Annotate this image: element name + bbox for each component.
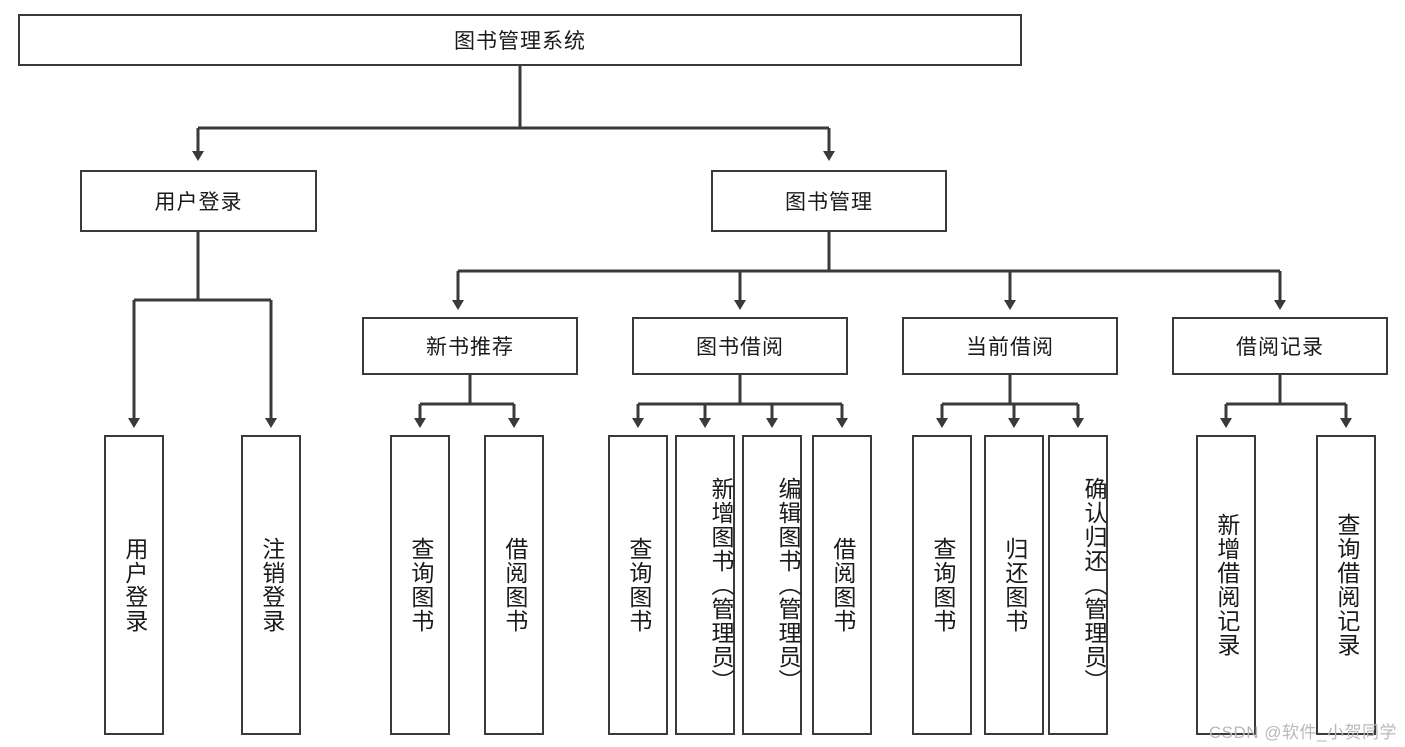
node-root-label: 图书管理系统 <box>454 30 586 53</box>
node-leaf-logout-login[interactable]: 注销登录 <box>241 435 301 735</box>
node-leaf-confirm-return[interactable]: 确认归还（管理员） <box>1048 435 1108 735</box>
node-leaf-borrow-book-2-label: 借阅图书 <box>829 537 856 633</box>
csdn-watermark: CSDN @软件_小贺同学 <box>1208 723 1397 742</box>
node-leaf-add-record-label: 新增借阅记录 <box>1213 513 1240 657</box>
node-leaf-query-book-1-label: 查询图书 <box>407 537 434 633</box>
node-book-management[interactable]: 图书管理 <box>711 170 947 232</box>
node-leaf-confirm-return-label: 确认归还（管理员） <box>1081 477 1107 693</box>
node-leaf-query-book-3-label: 查询图书 <box>929 537 956 633</box>
node-leaf-user-login-label: 用户登录 <box>121 537 148 633</box>
node-leaf-add-book[interactable]: 新增图书（管理员） <box>675 435 735 735</box>
node-leaf-return-book[interactable]: 归还图书 <box>984 435 1044 735</box>
node-leaf-query-book-1[interactable]: 查询图书 <box>390 435 450 735</box>
node-leaf-return-book-label: 归还图书 <box>1001 537 1028 633</box>
node-current-borrow[interactable]: 当前借阅 <box>902 317 1118 375</box>
node-leaf-query-book-2[interactable]: 查询图书 <box>608 435 668 735</box>
node-book-borrow[interactable]: 图书借阅 <box>632 317 848 375</box>
node-borrow-record[interactable]: 借阅记录 <box>1172 317 1388 375</box>
node-leaf-user-login[interactable]: 用户登录 <box>104 435 164 735</box>
node-current-borrow-label: 当前借阅 <box>966 336 1054 359</box>
node-leaf-borrow-book-1-label: 借阅图书 <box>501 537 528 633</box>
node-book-management-label: 图书管理 <box>785 191 873 214</box>
node-leaf-borrow-book-2[interactable]: 借阅图书 <box>812 435 872 735</box>
node-book-borrow-label: 图书借阅 <box>696 336 784 359</box>
node-leaf-query-book-2-label: 查询图书 <box>625 537 652 633</box>
node-new-book-recommend[interactable]: 新书推荐 <box>362 317 578 375</box>
node-leaf-logout-login-label: 注销登录 <box>258 537 285 633</box>
node-user-login-label: 用户登录 <box>154 191 243 214</box>
node-user-login[interactable]: 用户登录 <box>80 170 317 232</box>
node-leaf-add-book-label: 新增图书（管理员） <box>708 477 734 693</box>
node-leaf-edit-book[interactable]: 编辑图书（管理员） <box>742 435 802 735</box>
node-leaf-add-record[interactable]: 新增借阅记录 <box>1196 435 1256 735</box>
node-leaf-borrow-book-1[interactable]: 借阅图书 <box>484 435 544 735</box>
node-leaf-query-record[interactable]: 查询借阅记录 <box>1316 435 1376 735</box>
node-leaf-query-book-3[interactable]: 查询图书 <box>912 435 972 735</box>
node-leaf-query-record-label: 查询借阅记录 <box>1333 513 1360 657</box>
node-new-book-recommend-label: 新书推荐 <box>426 336 514 359</box>
node-leaf-edit-book-label: 编辑图书（管理员） <box>775 477 801 693</box>
node-root[interactable]: 图书管理系统 <box>18 14 1022 66</box>
node-borrow-record-label: 借阅记录 <box>1236 336 1324 359</box>
